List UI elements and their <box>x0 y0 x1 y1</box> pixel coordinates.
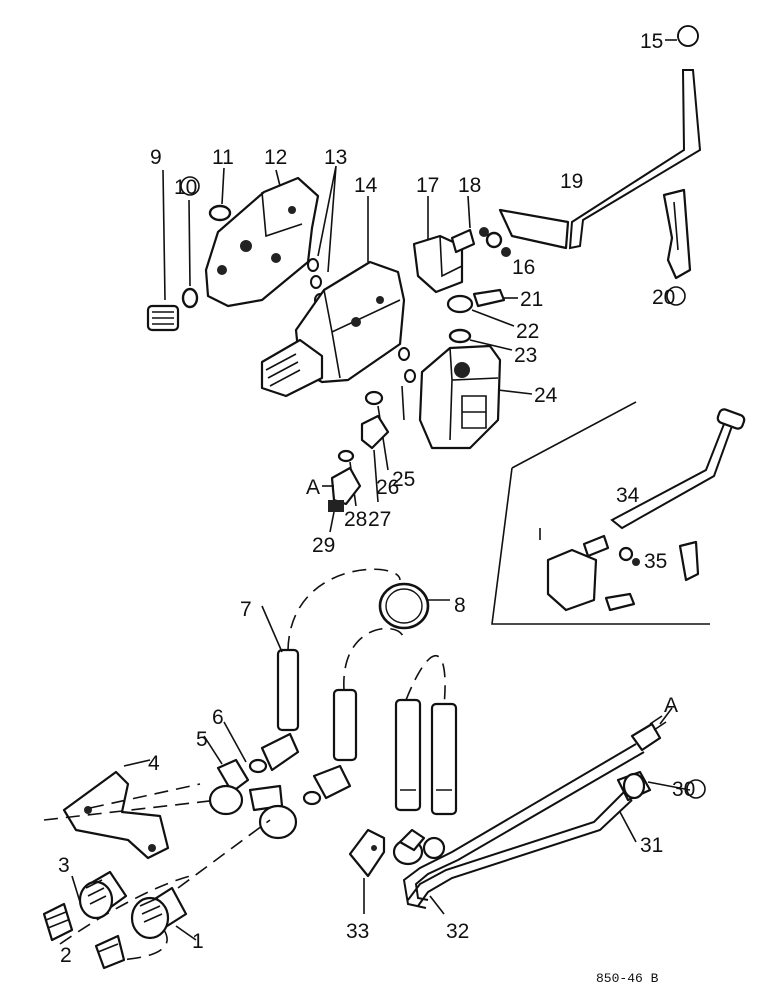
bracket-33 <box>348 828 386 914</box>
callout-10: 10 <box>174 176 197 199</box>
callout-26: 26 <box>376 476 399 499</box>
pin-21 <box>472 288 518 308</box>
callout-circles <box>180 25 706 799</box>
callout-33: 33 <box>346 920 369 943</box>
callout-11: 11 <box>212 146 234 169</box>
pipe-31 <box>407 770 691 907</box>
elbow-27 <box>360 414 390 503</box>
callout-8: 8 <box>454 594 466 617</box>
callout-18: 18 <box>458 174 481 197</box>
inset-alternate-lever <box>491 401 746 625</box>
drawing-code: 850-46 B <box>596 971 659 986</box>
pipe-30 <box>402 707 673 909</box>
callout-31: 31 <box>640 834 663 857</box>
pin-18 <box>450 195 489 254</box>
bracket-4 <box>43 759 219 860</box>
callout-13: 13 <box>324 146 347 169</box>
callout-32: 32 <box>446 920 469 943</box>
callout-20: 20 <box>652 286 675 309</box>
callout-9: 9 <box>150 146 162 169</box>
coupler-3 <box>71 870 128 920</box>
inlet-cover-24 <box>418 344 533 450</box>
bracket-20 <box>662 188 692 280</box>
plug-22 <box>446 294 515 327</box>
callout-25: 25 <box>392 468 415 491</box>
callout-12: 12 <box>264 146 287 169</box>
elbow-fitting-lower <box>302 764 352 806</box>
callout-28: 28 <box>344 508 367 531</box>
callout-22: 22 <box>516 320 539 343</box>
callout-34: 34 <box>616 484 640 507</box>
callout-21: 21 <box>520 288 543 311</box>
callout-a-upper: A <box>306 476 320 499</box>
coupler-block-5 <box>203 735 298 840</box>
coupler-1 <box>111 819 271 961</box>
elbow-29 <box>322 466 362 533</box>
callout-17: 17 <box>416 174 439 197</box>
hose-clamp-8 <box>378 582 450 630</box>
callout-16: 16 <box>512 256 535 279</box>
o-ring-25 <box>398 347 416 421</box>
end-cover-12 <box>204 169 320 308</box>
o-ring-6 <box>223 721 300 774</box>
callout-27: 27 <box>368 508 391 531</box>
callout-a-lower: A <box>664 694 678 717</box>
callout-19: 19 <box>560 170 583 193</box>
o-rings-13 <box>307 165 337 307</box>
valve-body-14 <box>260 196 406 398</box>
callout-6: 6 <box>212 706 224 729</box>
callout-15: 15 <box>640 30 663 53</box>
callout-35: 35 <box>644 550 667 573</box>
callout-29: 29 <box>312 534 335 557</box>
plug-9 <box>146 169 180 332</box>
hose-7 <box>261 568 401 732</box>
fitting-32 <box>392 828 446 915</box>
callout-3: 3 <box>58 854 70 877</box>
callout-1: 1 <box>192 930 204 953</box>
o-ring-10 <box>181 199 199 309</box>
control-lever-19 <box>498 69 702 250</box>
callout-2: 2 <box>60 944 72 967</box>
lever-bracket-17 <box>412 196 464 294</box>
callout-4: 4 <box>148 752 160 775</box>
callout-7: 7 <box>240 598 252 621</box>
washer-23 <box>448 328 513 351</box>
o-ring-11 <box>208 167 232 222</box>
callout-24: 24 <box>534 384 558 407</box>
spring-16 <box>485 231 511 257</box>
callout-5: 5 <box>196 728 208 751</box>
nipples-2 <box>42 875 191 970</box>
hose-pipes <box>332 627 458 816</box>
callout-14: 14 <box>354 174 378 197</box>
callout-23: 23 <box>514 344 537 367</box>
